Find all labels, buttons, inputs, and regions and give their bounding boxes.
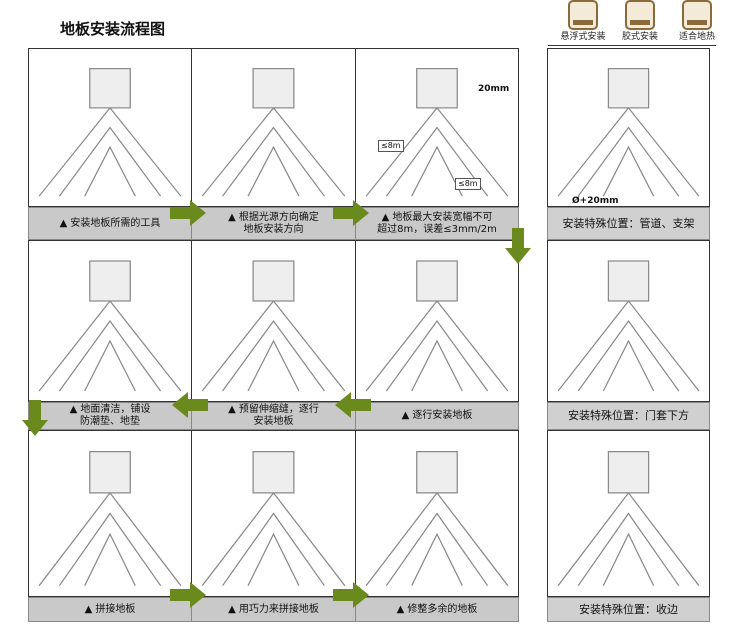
flow-arrow-icon [172, 392, 208, 418]
floating-install-icon: 悬浮式安装 [556, 0, 610, 43]
install-type-label: 悬浮式安装 [560, 32, 606, 42]
step-illustration [28, 48, 192, 207]
step-caption: ▲ 根据光源方向确定 地板安装方向 [191, 207, 356, 240]
step-caption: ▲ 预留伸缩缝，逐行 安装地板 [191, 402, 356, 430]
special-illustration [547, 430, 710, 597]
flow-arrow-icon [335, 392, 371, 418]
step-caption: ▲ 逐行安装地板 [355, 402, 519, 430]
special-illustration [547, 240, 710, 402]
floor-heating-icon: 适合地热 [670, 0, 724, 43]
page-title: 地板安装流程图 [60, 20, 166, 38]
special-caption: 安装特殊位置：管道、支架 [547, 207, 710, 240]
gap-label: 20mm [478, 84, 510, 94]
width-label: ≤8m [455, 178, 481, 190]
divider [548, 45, 716, 46]
flow-arrow-icon [170, 200, 206, 226]
flow-arrow-icon [22, 400, 48, 436]
flow-arrow-icon [333, 200, 369, 226]
step-illustration [191, 48, 356, 207]
step-illustration [28, 430, 192, 597]
step-illustration [355, 240, 519, 402]
glue-install-icon: 胶式安装 [613, 0, 667, 43]
step-illustration [355, 48, 519, 207]
flow-arrow-icon [333, 582, 369, 608]
step-caption: ▲ 安装地板所需的工具 [28, 207, 192, 240]
step-illustration [28, 240, 192, 402]
step-caption: ▲ 地板最大安装宽幅不可 超过8m，误差≤3mm/2m [355, 207, 519, 240]
step-caption: ▲ 地面清洁，铺设 防潮垫、地垫 [28, 402, 192, 430]
special-caption: 安装特殊位置：门套下方 [547, 402, 710, 430]
flow-arrow-icon [170, 582, 206, 608]
install-type-icons: 悬浮式安装 胶式安装 适合地热 [556, 0, 724, 43]
step-caption: ▲ 用巧力来拼接地板 [191, 597, 356, 622]
step-caption: ▲ 修整多余的地板 [355, 597, 519, 622]
width-label: ≤8m [378, 140, 404, 152]
step-caption: ▲ 拼接地板 [28, 597, 192, 622]
step-illustration [191, 240, 356, 402]
flow-arrow-icon [505, 228, 531, 264]
special-illustration [547, 48, 710, 207]
install-type-label: 适合地热 [678, 32, 715, 42]
pipe-gap-label: Ø+20mm [572, 196, 619, 206]
special-caption: 安装特殊位置：收边 [547, 597, 710, 622]
step-illustration [191, 430, 356, 597]
step-illustration [355, 430, 519, 597]
install-type-label: 胶式安装 [621, 32, 658, 42]
